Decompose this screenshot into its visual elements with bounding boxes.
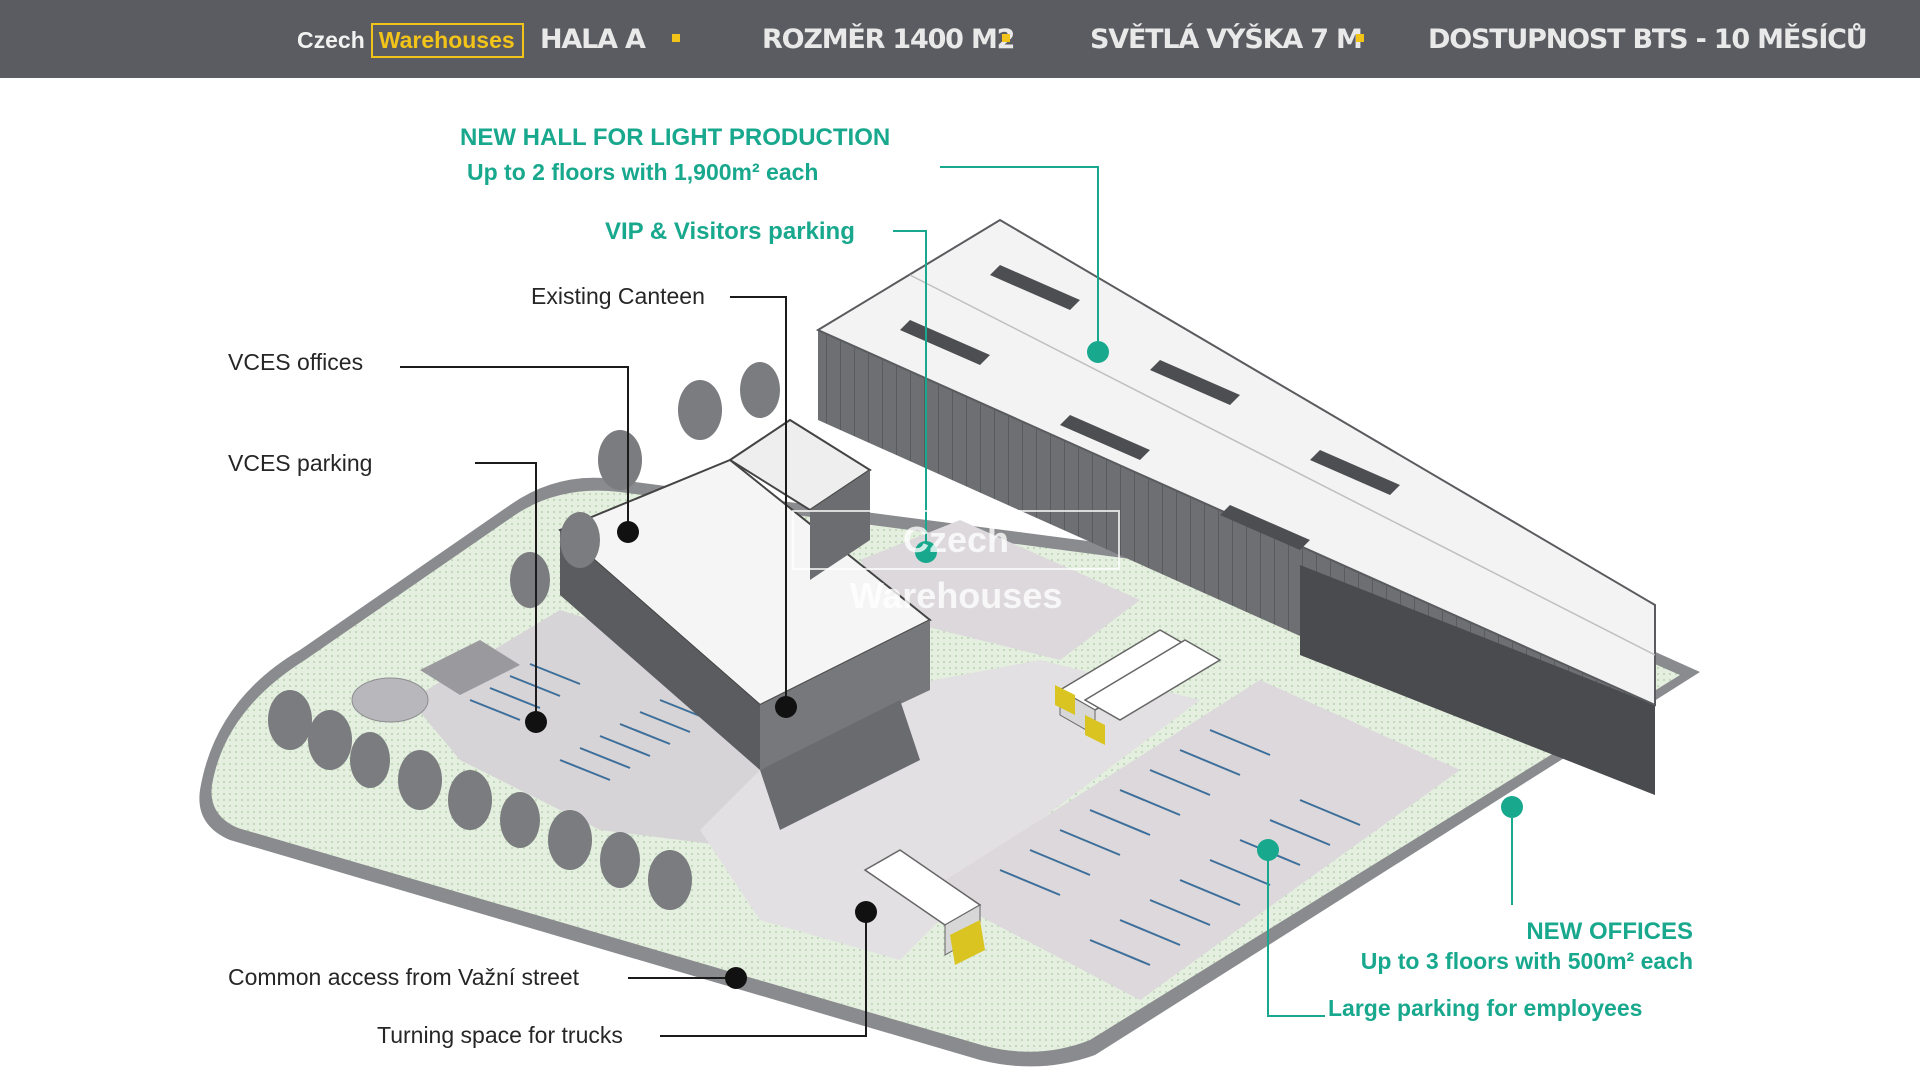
label-new-hall-subtitle: Up to 2 floors with 1,900m² each: [467, 159, 819, 185]
label-turning-space: Turning space for trucks: [377, 1022, 623, 1048]
label-common-access: Common access from Važní street: [228, 964, 580, 990]
nav-item-size[interactable]: ROZMĚR 1400 M2: [762, 24, 1015, 55]
label-vces-offices: VCES offices: [228, 349, 364, 375]
site-plan-drawing: [199, 166, 1700, 1067]
label-new-hall-title: NEW HALL FOR LIGHT PRODUCTION: [460, 124, 891, 151]
top-navigation-bar: Czech Warehouses HALA A ROZMĚR 1400 M2 S…: [0, 0, 1920, 78]
logo-word-czech: Czech: [297, 26, 365, 53]
label-large-parking: Large parking for employees: [1328, 995, 1643, 1021]
nav-item-clear-height[interactable]: SVĚTLÁ VÝŠKA 7 M: [1090, 24, 1363, 55]
label-new-offices-subtitle: Up to 3 floors with 500m² each: [1360, 948, 1693, 974]
separator-dot-3: [1356, 34, 1364, 42]
nav-item-hall[interactable]: HALA A: [540, 24, 646, 55]
site-plan-illustration: Czech Warehouses NEW HALL FOR LIGHT PROD…: [0, 78, 1920, 1080]
label-new-offices-title: NEW OFFICES: [1526, 918, 1693, 945]
brand-logo[interactable]: Czech Warehouses: [297, 22, 524, 58]
logo-word-warehouses: Warehouses: [370, 22, 524, 58]
label-vip-visitors-parking: VIP & Visitors parking: [605, 218, 855, 245]
label-vces-parking: VCES parking: [228, 450, 373, 476]
separator-dot-1: [672, 34, 680, 42]
watermark: Czech Warehouses: [792, 510, 1120, 616]
label-existing-canteen: Existing Canteen: [531, 283, 705, 309]
separator-dot-2: [1002, 34, 1010, 42]
nav-item-availability[interactable]: DOSTUPNOST BTS - 10 MĚSÍCŮ: [1428, 24, 1868, 55]
